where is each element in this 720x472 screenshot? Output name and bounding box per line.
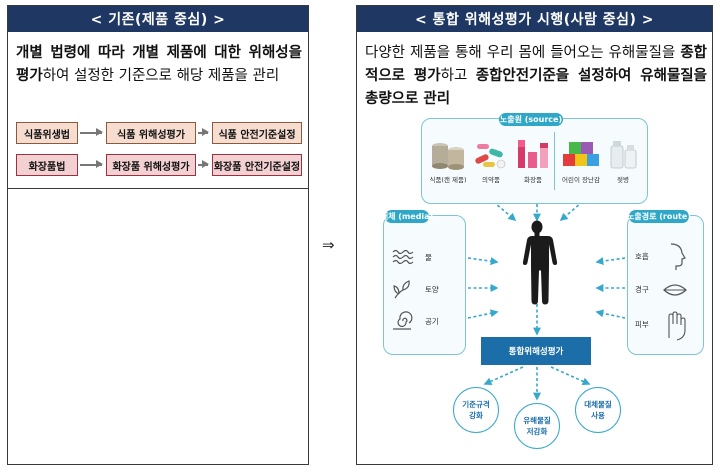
human-body-icon xyxy=(522,220,558,305)
flow-arrow xyxy=(198,129,209,135)
toy-blocks-icon xyxy=(563,142,599,166)
source-item-medicine: 의약품 xyxy=(471,136,511,192)
media-label: 토양 xyxy=(425,285,439,294)
integrated-risk-diagram: 노출원 (source) 식품(캔 제품) 의약품 xyxy=(357,6,714,466)
source-item-cosmetics: 화장품 xyxy=(513,136,553,192)
route-item-dermal: 피부 xyxy=(635,310,699,341)
transition-arrow-icon: ⇒ xyxy=(322,236,335,254)
source-divider xyxy=(554,132,555,190)
soil-sprout-icon xyxy=(393,280,410,299)
left-panel-existing: < 기존(제품 중심) > 개별 법령에 따라 개별 제품에 대한 위해성을 평… xyxy=(7,5,309,465)
mouth-lips-icon xyxy=(663,284,687,296)
outcome-line: 대체물질 xyxy=(584,400,612,409)
cosmetic-flow-row: 화장품법 화장품 위해성평가 화장품 안전기준설정 xyxy=(16,154,302,176)
food-law-box: 식품위생법 xyxy=(16,122,78,144)
outcome-line: 사용 xyxy=(591,411,605,420)
air-swirl-icon xyxy=(393,311,413,330)
route-label: 피부 xyxy=(635,320,649,329)
food-flow-row: 식품위생법 식품 위해성평가 식품 안전기준설정 xyxy=(16,122,302,144)
left-panel-divider xyxy=(8,188,308,189)
left-desc-bold: 개별 법령에 따라 개별 제품에 대한 위해성을 평가 xyxy=(16,45,302,84)
cosmetic-law-box: 화장품법 xyxy=(16,154,78,176)
source-item-canned-food: 식품(캔 제품) xyxy=(428,136,468,192)
right-panel-integrated: < 통합 위해성평가 시행(사람 중심) > 다양한 제품을 통해 우리 몸에 … xyxy=(356,5,713,465)
source-label: 어린이 장난감 xyxy=(562,176,600,184)
media-item-soil: 토양 xyxy=(391,277,461,305)
right-desc-normal: 하고 xyxy=(440,68,476,84)
cosmetics-icon xyxy=(518,140,548,168)
outcome-line: 저감화 xyxy=(526,427,548,436)
cosmetic-risk-assessment-box: 화장품 위해성평가 xyxy=(106,154,196,176)
water-wave-icon xyxy=(392,249,414,265)
route-label: 경구 xyxy=(635,285,649,294)
route-title: 노출경로 (route) xyxy=(627,210,691,223)
source-item-toys: 어린이 장난감 xyxy=(561,136,601,192)
source-label: 의약품 xyxy=(482,176,500,184)
route-item-inhalation: 호흡 xyxy=(635,242,699,272)
route-item-oral: 경구 xyxy=(635,275,699,305)
left-desc-normal: 하여 설정한 기준으로 해당 제품을 관리 xyxy=(42,68,280,84)
source-label: 젖병 xyxy=(617,176,629,184)
right-desc-bold: 종합적으로 평가 xyxy=(365,45,707,84)
source-label: 화장품 xyxy=(524,176,542,184)
canned-food-icon xyxy=(432,143,464,170)
outcome-line: 기준규격 xyxy=(462,400,490,409)
food-safety-standard-box: 식품 안전기준설정 xyxy=(212,122,302,144)
hand-icon xyxy=(668,311,686,341)
baby-bottle-icon xyxy=(610,141,637,169)
route-label: 호흡 xyxy=(635,252,649,261)
flow-arrow xyxy=(80,129,103,135)
food-risk-assessment-box: 식품 위해성평가 xyxy=(106,122,196,144)
source-label: 식품(캔 제품) xyxy=(429,176,467,184)
media-item-water: 물 xyxy=(391,245,461,273)
left-panel-title: < 기존(제품 중심) > xyxy=(8,6,308,32)
right-panel-description: 다양한 제품을 통해 우리 몸에 들어오는 유해물질을 종합적으로 평가하고 종… xyxy=(365,42,707,111)
media-label: 물 xyxy=(425,253,432,262)
media-label: 공기 xyxy=(425,317,439,326)
right-desc-bold: 종합안전기준을 설정하여 유해물질을 총량으로 관리 xyxy=(365,68,707,107)
integrated-evaluation-bar: 통합위해성평가 xyxy=(481,337,591,365)
right-desc-normal: 다양한 제품을 통해 우리 몸에 들어오는 유해물질을 xyxy=(365,45,681,61)
source-item-baby-bottle: 젖병 xyxy=(603,136,643,192)
left-panel-description: 개별 법령에 따라 개별 제품에 대한 위해성을 평가하여 설정한 기준으로 해… xyxy=(16,42,302,88)
outcome-line: 유해물질 xyxy=(523,416,551,425)
route-group xyxy=(627,215,704,355)
media-item-air: 공기 xyxy=(391,309,461,337)
right-panel-title: < 통합 위해성평가 시행(사람 중심) > xyxy=(357,6,712,32)
flow-arrow xyxy=(80,161,103,167)
cosmetic-safety-standard-box: 화장품 안전기준설정 xyxy=(212,154,302,176)
flow-arrow xyxy=(198,161,209,167)
outcome-line: 강화 xyxy=(469,411,483,420)
media-group xyxy=(383,215,466,355)
media-title: 매체 (media) xyxy=(380,210,434,223)
medicine-pill-icon xyxy=(475,144,506,169)
face-profile-icon xyxy=(670,243,686,270)
source-title: 노출원 (source) xyxy=(499,113,563,126)
